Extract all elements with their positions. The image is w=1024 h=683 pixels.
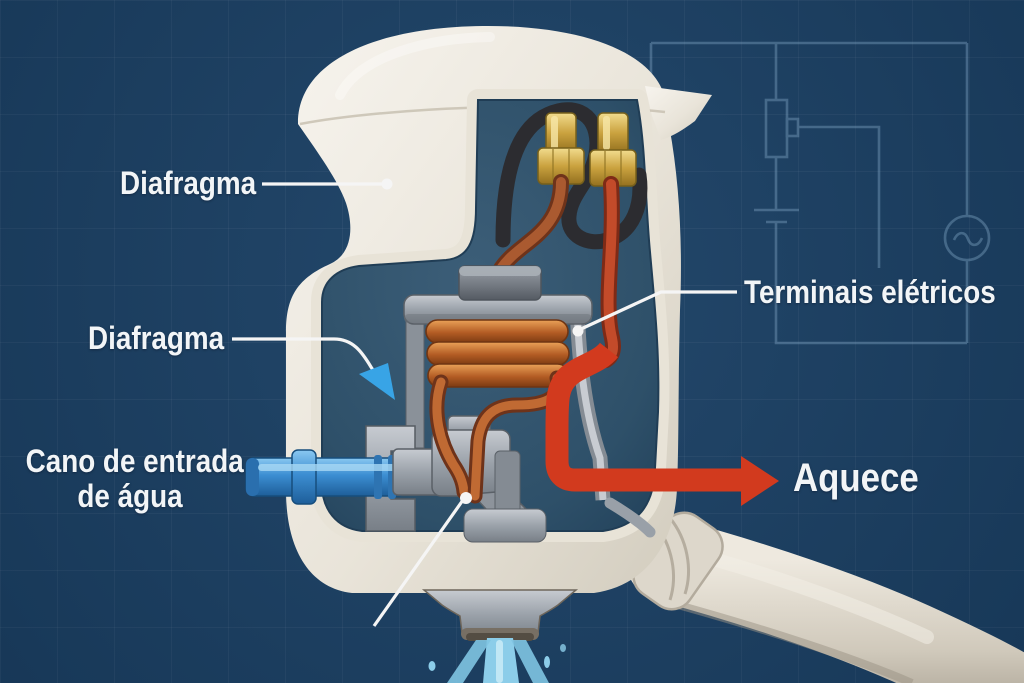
water-droplet [560,644,566,652]
leader-dot [460,492,472,504]
water-droplet [544,656,550,668]
leader-terminals [580,290,737,331]
support-foot [463,508,547,543]
corner-brace [604,497,656,538]
inlet-pipe [245,449,407,505]
leader-dot [381,178,393,190]
label-electrical-terminals: Terminais elétricos [744,274,996,310]
background-circuit-sketch [649,41,991,345]
support-bar [494,450,521,514]
label-diaphragm-top: Diafragma [120,165,257,201]
dome-highlight [335,32,495,100]
leader-diaphragm-mid [232,337,377,374]
outlet-hose [626,511,1024,683]
water-droplet [428,661,436,671]
heat-arrow-head [741,456,779,506]
heating-coil [425,319,570,388]
hose-shadow-edge [658,596,914,683]
hose-tube [626,518,1024,683]
ac-sine-icon [952,231,984,247]
water-stream-right [511,640,549,683]
label-water-inlet: Cano de entrada de água [25,443,244,514]
water-outlet [421,589,579,683]
label-diaphragm-mid: Diafragma [88,320,225,356]
internal-components [245,102,656,543]
heat-arrow [545,342,779,506]
label-water-inlet-line1: Cano de entrada [25,443,244,479]
casing-top-flange [645,86,712,140]
circuit-tap-wire [798,125,881,268]
nozzle-mouth [466,633,534,641]
battery-icon [754,208,799,224]
water-stream-left [447,640,491,683]
circuit-branch-wire [774,43,967,345]
label-heats: Aquece [793,456,919,500]
resistor-tap-icon [785,117,800,138]
heat-arrow-shaft [545,342,741,492]
annotation-lines [232,178,737,627]
leader-valve [372,499,465,627]
leader-dot [572,325,584,337]
brass-terminal-right [589,112,637,187]
flow-arrowhead-icon [359,363,395,400]
label-water-inlet-line2: de água [77,478,183,514]
ac-source-icon [943,214,991,262]
resistor-icon [764,98,789,159]
